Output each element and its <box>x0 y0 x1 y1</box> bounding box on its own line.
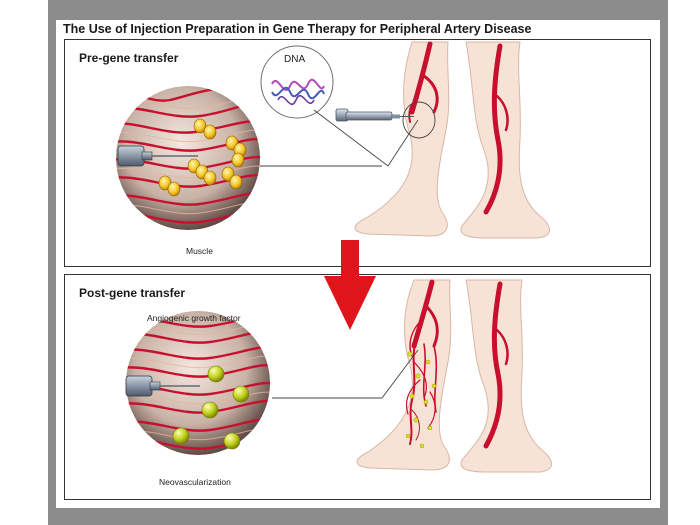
needle-icon <box>117 145 198 167</box>
syringe-icon <box>335 108 414 122</box>
neovascularization-label: Neovascularization <box>159 477 231 487</box>
growth-factor-dots-leg <box>405 351 437 449</box>
figure-title: The Use of Injection Preparation in Gene… <box>63 22 532 36</box>
arteries-pre <box>408 41 509 215</box>
muscle-tissue-inset-post <box>125 311 270 455</box>
pre-gene-transfer-title: Pre-gene transfer <box>79 51 179 65</box>
plasmid-particles <box>158 118 247 197</box>
muscle-tissue-inset <box>116 86 260 230</box>
legs-post <box>356 279 552 473</box>
needle-icon-post <box>125 375 200 397</box>
arteries-post <box>405 279 509 449</box>
post-gene-transfer-title: Post-gene transfer <box>79 286 186 300</box>
callout-lines-pre <box>260 101 436 167</box>
dna-label: DNA <box>284 54 306 65</box>
callout-lines-post <box>272 349 419 399</box>
dna-vector-icon <box>260 45 334 119</box>
legs-pre <box>354 41 550 239</box>
growth-factor-particles <box>172 365 250 450</box>
angiogenic-growth-factor-label: Angiogenic growth factor <box>147 313 241 323</box>
down-arrow-icon <box>324 240 376 330</box>
muscle-label: Muscle <box>186 246 213 256</box>
